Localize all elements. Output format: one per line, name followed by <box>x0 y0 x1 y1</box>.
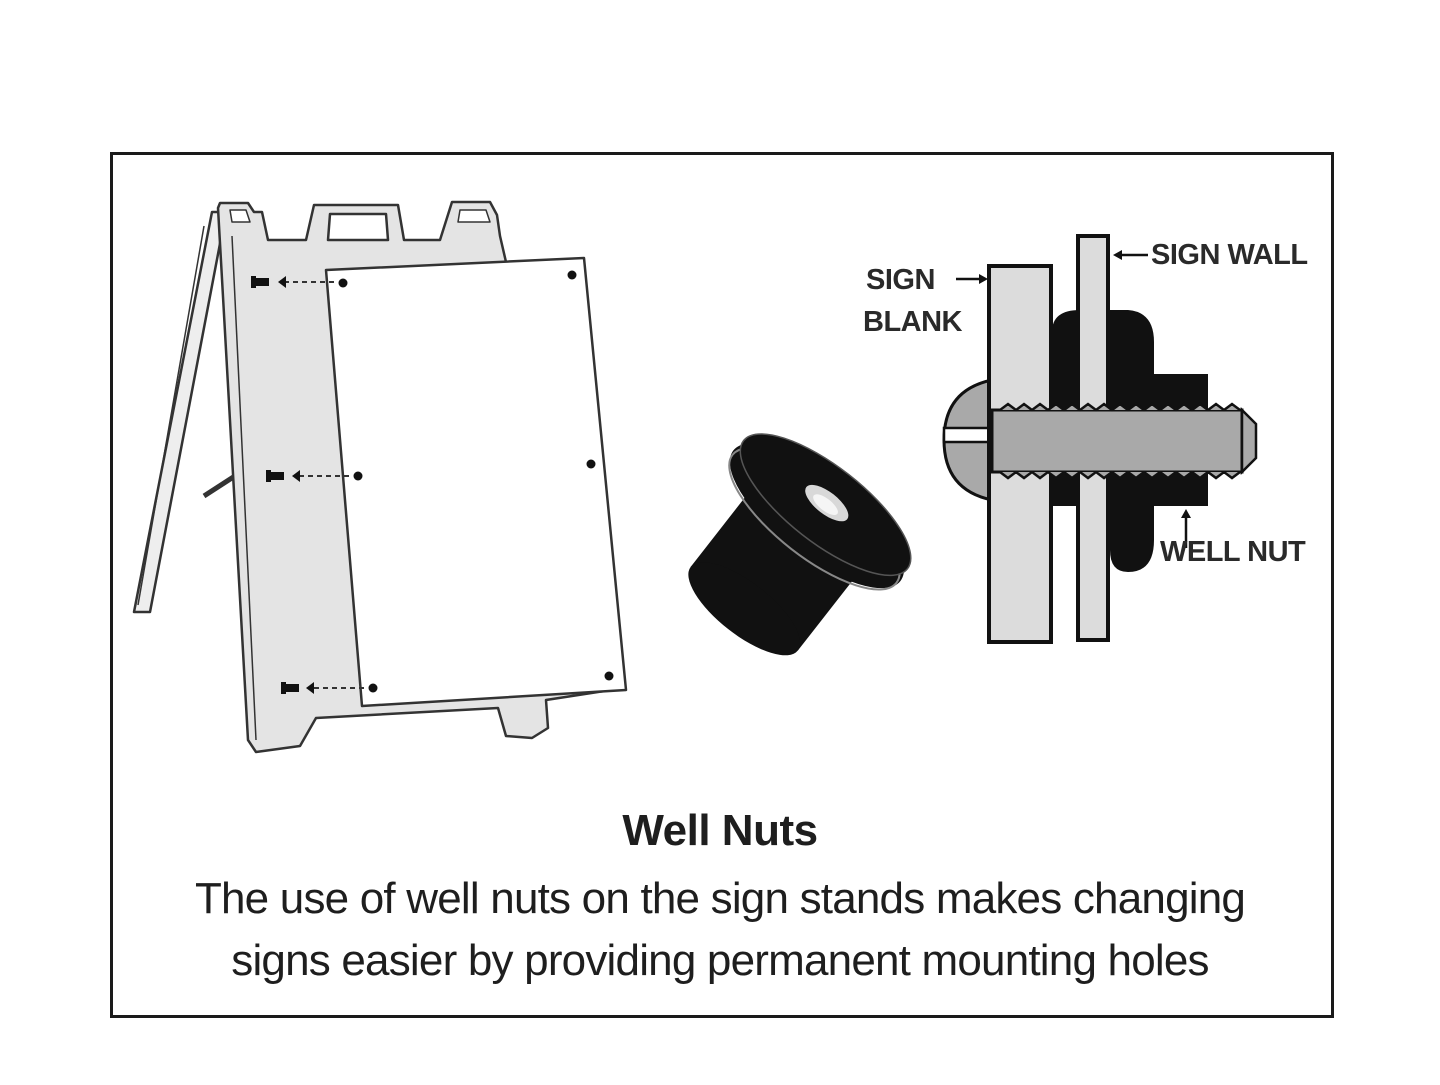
caption-body: The use of well nuts on the sign stands … <box>194 874 1246 985</box>
well-nut-3d <box>688 433 912 656</box>
well-nut-marker-bottom <box>281 682 364 694</box>
sign-stand <box>132 200 628 754</box>
well-nut-markers <box>251 276 364 694</box>
sign-blank-label-line1: SIGN <box>866 264 935 296</box>
well-nut-label: WELL NUT <box>1160 536 1306 568</box>
sign-holes <box>338 270 614 693</box>
cross-section <box>942 234 1258 644</box>
well-nut-marker-top <box>251 276 334 288</box>
sign-wall-label: SIGN WALL <box>1151 239 1308 271</box>
well-nut-marker-middle <box>266 470 349 482</box>
sign-blank-label-line2: BLANK <box>863 306 963 338</box>
caption-title: Well Nuts <box>622 806 818 855</box>
